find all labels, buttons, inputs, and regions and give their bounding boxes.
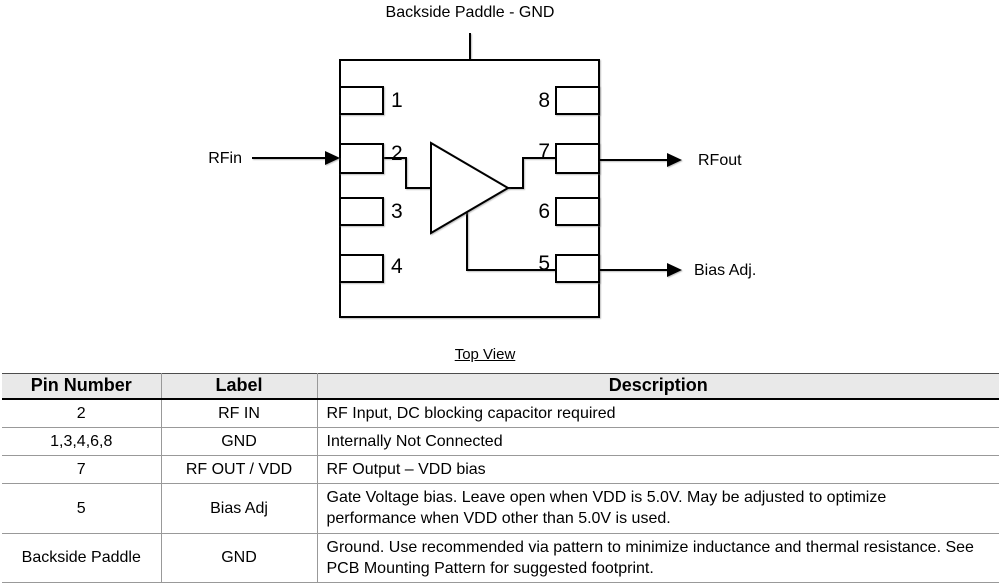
pin3-number: 3 xyxy=(391,200,403,223)
description-cell: Gate Voltage bias. Leave open when VDD i… xyxy=(317,483,999,534)
table-row: 1,3,4,6,8 GND Internally Not Connected xyxy=(2,427,999,456)
pin-description-table: Pin Number Label Description 2 RF IN RF … xyxy=(2,373,999,583)
pin8-pad xyxy=(555,86,600,115)
rfin-label: RFin xyxy=(208,150,242,167)
label-cell: RF OUT / VDD xyxy=(161,455,318,484)
pin3-pad xyxy=(339,197,384,226)
pin5-number: 5 xyxy=(538,252,550,275)
pin7-number: 7 xyxy=(538,140,550,163)
pin6-number: 6 xyxy=(538,200,550,223)
amplifier-triangle xyxy=(430,141,510,235)
label-cell: GND xyxy=(161,533,318,583)
label-cell: Bias Adj xyxy=(161,483,318,534)
pin4-pad xyxy=(339,254,384,283)
description-cell: Internally Not Connected xyxy=(317,427,999,456)
pin-number-cell: 1,3,4,6,8 xyxy=(2,427,162,456)
pin5-pad xyxy=(555,254,600,283)
pin2-pad xyxy=(339,143,384,174)
table-row: 5 Bias Adj Gate Voltage bias. Leave open… xyxy=(2,483,999,534)
table-row: Backside Paddle GND Ground. Use recommen… xyxy=(2,533,999,583)
pin-number-header: Pin Number xyxy=(2,373,162,400)
pin8-number: 8 xyxy=(538,89,550,112)
table-row: 7 RF OUT / VDD RF Output – VDD bias xyxy=(2,455,999,484)
table-header-row: Pin Number Label Description xyxy=(2,373,999,400)
bias-adj-arrowhead-icon xyxy=(667,263,682,277)
pin2-number: 2 xyxy=(391,142,403,165)
pin-number-cell: 5 xyxy=(2,483,162,534)
pin-number-cell: Backside Paddle xyxy=(2,533,162,583)
table-row: 2 RF IN RF Input, DC blocking capacitor … xyxy=(2,398,999,428)
description-header: Description xyxy=(317,373,999,400)
pinout-diagram: Backside Paddle - GND RFin RFout Bias Ad… xyxy=(208,4,757,363)
rfout-arrowhead-icon xyxy=(667,153,682,167)
pin-description-table-wrap: Pin Number Label Description 2 RF IN RF … xyxy=(2,373,999,583)
pin1-number: 1 xyxy=(391,89,403,112)
description-cell: RF Output – VDD bias xyxy=(317,455,999,484)
pin6-pad xyxy=(555,197,600,226)
description-cell: RF Input, DC blocking capacitor required xyxy=(317,398,999,428)
pin7-pad xyxy=(555,143,600,174)
pin-number-cell: 7 xyxy=(2,455,162,484)
label-header: Label xyxy=(161,373,318,400)
wire-amp-to-pin7 xyxy=(508,157,556,189)
wire-amp-to-pin5 xyxy=(466,212,556,271)
top-view-caption: Top View xyxy=(454,346,516,363)
description-cell: Ground. Use recommended via pattern to m… xyxy=(317,533,999,583)
pin-number-cell: 2 xyxy=(2,398,162,428)
label-cell: RF IN xyxy=(161,398,318,428)
rfin-arrowhead-icon xyxy=(325,151,340,165)
pin4-number: 4 xyxy=(391,255,403,278)
wire-pin2-to-amp xyxy=(383,157,431,189)
pin1-pad xyxy=(339,86,384,115)
pinout-diagram-drawing xyxy=(252,33,682,318)
rfout-label: RFout xyxy=(698,152,742,169)
backside-paddle-label: Backside Paddle - GND xyxy=(385,4,555,21)
bias-adj-label: Bias Adj. xyxy=(694,262,757,279)
label-cell: GND xyxy=(161,427,318,456)
